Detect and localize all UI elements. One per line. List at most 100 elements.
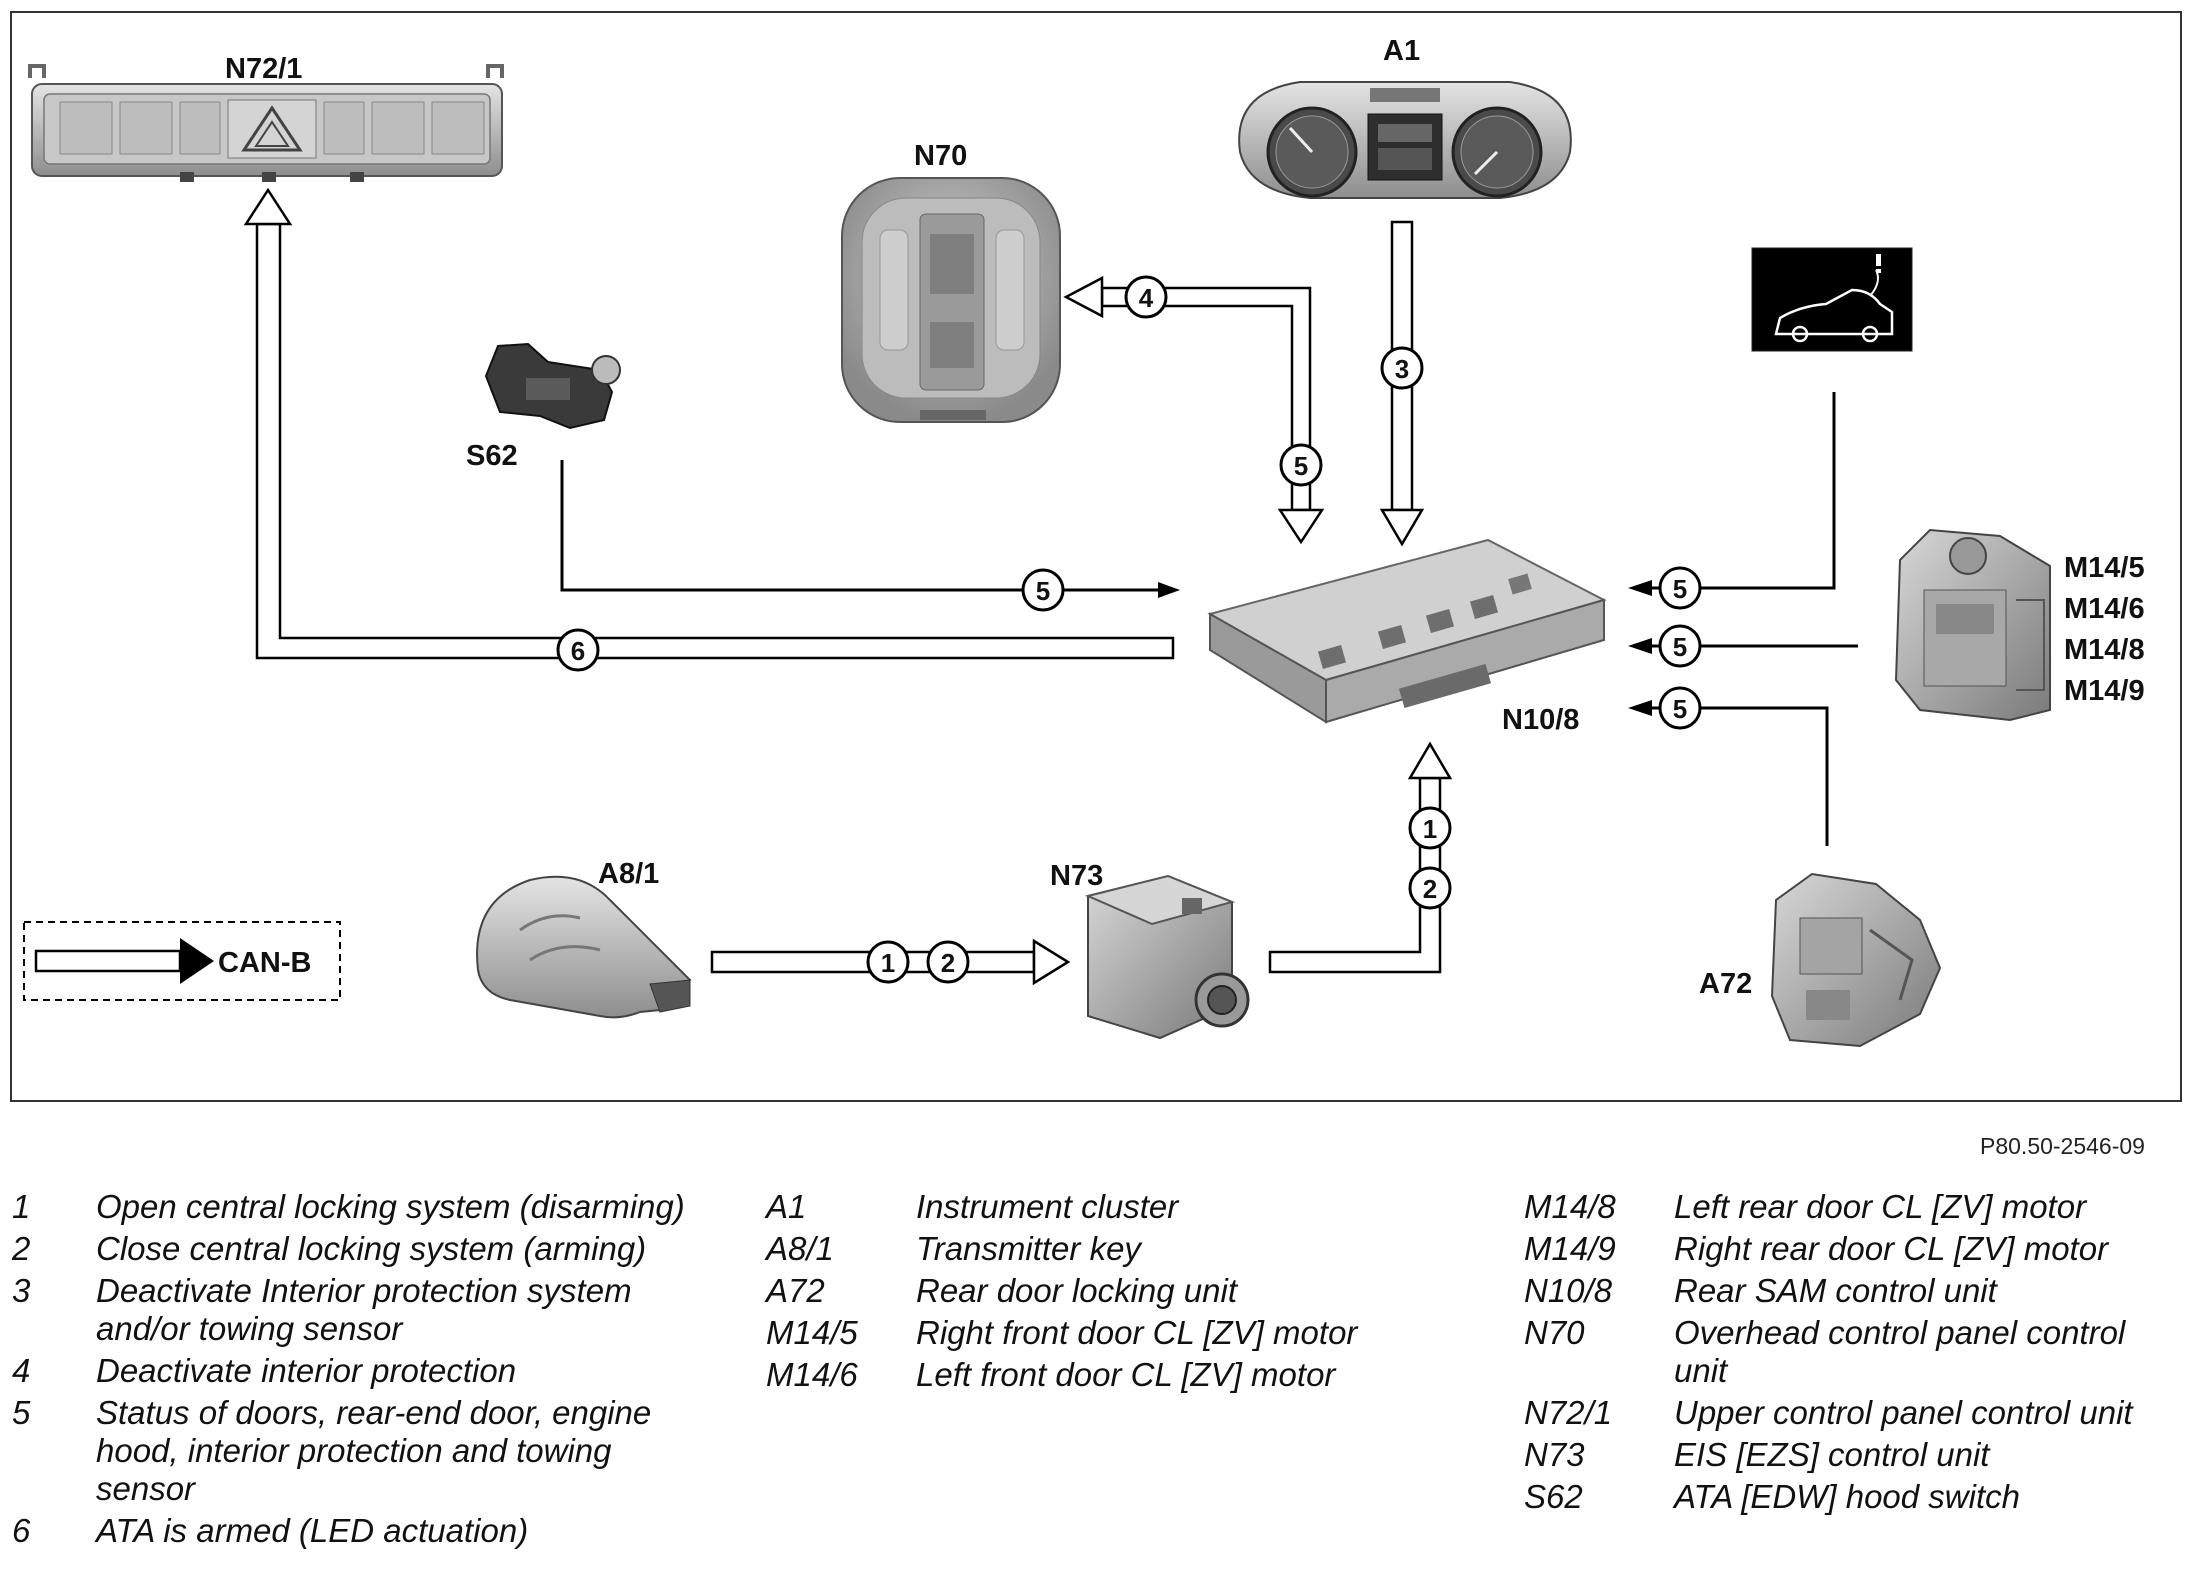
legend-text: ATA is armed (LED actuation) bbox=[96, 1512, 529, 1549]
legend-text: Right front door CL [ZV] motor bbox=[916, 1314, 1358, 1351]
legend-text: Deactivate Interior protection system an… bbox=[96, 1272, 632, 1347]
marker-5-door-label: 5 bbox=[1673, 632, 1687, 662]
figure-reference: P80.50-2546-09 bbox=[1980, 1133, 2145, 1159]
legend-key: A1 bbox=[766, 1188, 807, 1225]
marker-5-s62 bbox=[1021, 568, 1065, 612]
legend-text: Rear door locking unit bbox=[916, 1272, 1238, 1309]
legend-text: Instrument cluster bbox=[916, 1188, 1179, 1225]
upper-control-panel-image bbox=[28, 64, 504, 182]
legend-row: 5 Status of doors, rear-end door, engine … bbox=[12, 1394, 702, 1508]
legend-text: EIS [EZS] control unit bbox=[1674, 1436, 1990, 1473]
legend-key: N72/1 bbox=[1524, 1394, 1613, 1431]
legend-key: 3 bbox=[12, 1272, 31, 1309]
legend-key: 2 bbox=[12, 1230, 31, 1267]
legend-text: Deactivate interior protection bbox=[96, 1352, 517, 1389]
signal-markers: 6 4 5 3 5 5 5 5 1 2 1 2 bbox=[556, 275, 1702, 984]
line-5-s62 bbox=[560, 460, 1160, 592]
marker-1-n73-label: 1 bbox=[1423, 814, 1437, 844]
overhead-control-panel-image bbox=[841, 177, 1061, 423]
legend-row: A1 Instrument cluster bbox=[766, 1188, 1426, 1226]
label-n10-8: N10/8 bbox=[1502, 704, 1579, 736]
legend-signals: 1 Open central locking system (disarming)… bbox=[12, 1188, 702, 1554]
label-n70: N70 bbox=[914, 140, 967, 172]
label-m14-6: M14/6 bbox=[2064, 593, 2145, 625]
marker-5-a72-label: 5 bbox=[1673, 694, 1687, 724]
legend-row: N10/8 Rear SAM control unit bbox=[1524, 1272, 2174, 1310]
label-m14-9: M14/9 bbox=[2064, 675, 2145, 707]
marker-6 bbox=[556, 628, 600, 672]
marker-1-n73 bbox=[1408, 806, 1452, 850]
marker-1-key-label: 1 bbox=[881, 948, 895, 978]
legend-key: A8/1 bbox=[766, 1230, 834, 1267]
legend-key: N70 bbox=[1524, 1314, 1585, 1351]
marker-5-s62-label: 5 bbox=[1036, 576, 1050, 606]
marker-5-n70-label: 5 bbox=[1294, 451, 1308, 481]
can-b-legend-label: CAN-B bbox=[218, 947, 311, 979]
car-alert-icon bbox=[1774, 288, 1894, 336]
legend-text: Right rear door CL [ZV] motor bbox=[1674, 1230, 2109, 1267]
legend-text: Upper control panel control unit bbox=[1674, 1394, 2133, 1431]
legend-text: Close central locking system (arming) bbox=[96, 1230, 647, 1267]
legend-key: N10/8 bbox=[1524, 1272, 1613, 1309]
legend-text: Overhead control panel control unit bbox=[1674, 1314, 2126, 1389]
eis-control-unit-image bbox=[1084, 874, 1250, 1040]
marker-2-n73 bbox=[1408, 866, 1452, 910]
legend-row: N72/1 Upper control panel control unit bbox=[1524, 1394, 2174, 1432]
arrow-3 bbox=[1379, 508, 1425, 547]
legend-row: 1 Open central locking system (disarming) bbox=[12, 1188, 702, 1226]
legend-row: M14/9 Right rear door CL [ZV] motor bbox=[1524, 1230, 2174, 1268]
legend-text: Transmitter key bbox=[916, 1230, 1141, 1267]
legend-key: M14/9 bbox=[1524, 1230, 1616, 1267]
legend-key: 4 bbox=[12, 1352, 31, 1389]
label-m14-8: M14/8 bbox=[2064, 634, 2145, 666]
warning-display-image bbox=[1751, 247, 1913, 352]
transmitter-key-image bbox=[476, 875, 692, 1019]
status-arrowheads bbox=[1158, 580, 1652, 716]
legend-text: Left front door CL [ZV] motor bbox=[916, 1356, 1336, 1393]
legend-row: 6 ATA is armed (LED actuation) bbox=[12, 1512, 702, 1550]
marker-2-key bbox=[926, 940, 970, 984]
label-m14-5: M14/5 bbox=[2064, 552, 2145, 584]
marker-6-label: 6 bbox=[571, 636, 585, 666]
marker-5-warning bbox=[1658, 566, 1702, 610]
marker-5-door bbox=[1658, 624, 1702, 668]
legend-key: 5 bbox=[12, 1394, 31, 1431]
legend-key: 6 bbox=[12, 1512, 31, 1549]
legend-row: 4 Deactivate interior protection bbox=[12, 1352, 702, 1390]
line-5-a72 bbox=[1652, 706, 1829, 846]
marker-5-warning-label: 5 bbox=[1673, 574, 1687, 604]
marker-3 bbox=[1380, 346, 1424, 390]
label-n72-1: N72/1 bbox=[225, 53, 302, 85]
can-b-legend: CAN-B bbox=[23, 921, 341, 1001]
legend-text: Open central locking system (disarming) bbox=[96, 1188, 685, 1225]
label-a8-1: A8/1 bbox=[598, 858, 659, 890]
legend-row: 3 Deactivate Interior protection system a… bbox=[12, 1272, 702, 1348]
marker-4-label: 4 bbox=[1139, 283, 1154, 313]
legend-text: Status of doors, rear-end door, engine h… bbox=[96, 1394, 652, 1507]
label-s62: S62 bbox=[466, 440, 518, 472]
legend-key: 1 bbox=[12, 1188, 31, 1225]
label-a72: A72 bbox=[1699, 968, 1752, 1000]
hood-switch-image bbox=[484, 342, 621, 430]
arrow-4 bbox=[1063, 275, 1104, 319]
rear-sam-control-unit-image bbox=[1207, 538, 1607, 724]
marker-5-n70 bbox=[1279, 443, 1323, 487]
legend-text: ATA [EDW] hood switch bbox=[1674, 1478, 2020, 1515]
legend-text: Rear SAM control unit bbox=[1674, 1272, 1997, 1309]
legend-key: M14/8 bbox=[1524, 1188, 1616, 1225]
marker-2-n73-label: 2 bbox=[1423, 874, 1437, 904]
legend-row: A8/1 Transmitter key bbox=[766, 1230, 1426, 1268]
marker-4 bbox=[1124, 275, 1168, 319]
rear-door-locking-unit-image bbox=[1770, 872, 1942, 1048]
legend-components-a: A1 Instrument cluster A8/1 Transmitter key… bbox=[766, 1188, 1426, 1398]
label-n73: N73 bbox=[1050, 860, 1103, 892]
diagram-frame bbox=[10, 11, 2182, 1102]
door-lock-motor-image bbox=[1894, 528, 2051, 722]
label-a1: A1 bbox=[1383, 35, 1420, 67]
